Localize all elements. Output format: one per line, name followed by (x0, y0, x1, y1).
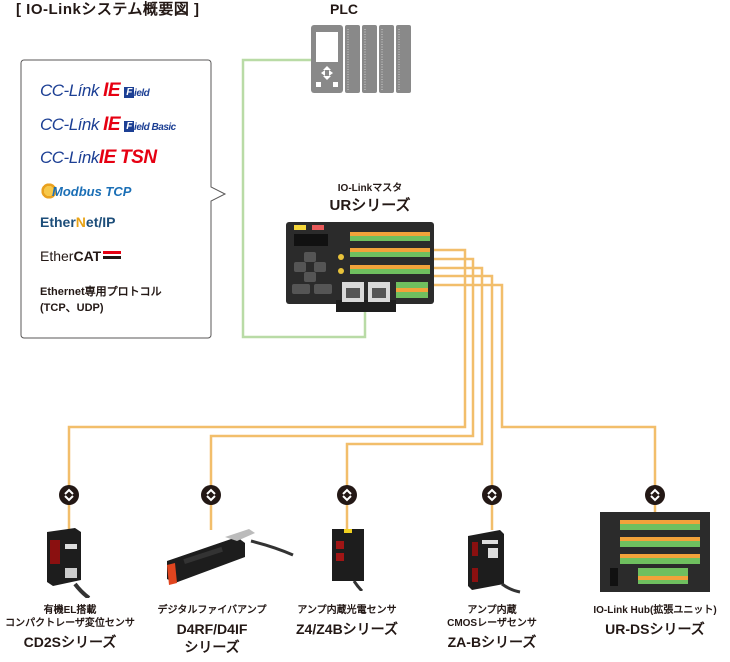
iolink-icon (337, 485, 357, 505)
ethernet-line (241, 58, 367, 339)
d4rf-amplifier-image (167, 529, 294, 585)
iolink-icon (59, 485, 79, 505)
device-label-d4rf-d4if: デジタルファイバアンプ D4RF/D4IF シリーズ (157, 605, 267, 655)
master-subtitle: IO-Linkマスタ (337, 183, 403, 194)
logo-cc-link-ie-tsn: CC-LínkIE TSN (40, 147, 157, 168)
diagram-title: [ IO-Linkシステム概要図 ] (16, 1, 200, 18)
logo-modbus-tcp: Modbus TCP (40, 182, 131, 200)
device-label-ur-ds: IO-Link Hub(拡張ユニット) UR-DSシリーズ (593, 605, 717, 637)
ethercat-arrows-icon (103, 251, 122, 259)
iolink-line-za-b (432, 274, 494, 486)
ur-master-image (286, 222, 434, 312)
iolink-icon (482, 485, 502, 505)
iolink-icon (201, 485, 221, 505)
iolink-line-z4 (345, 266, 484, 486)
iolink-line-cd2s (67, 248, 467, 486)
plc-label: PLC (330, 1, 358, 17)
logo-ethernet-ip: EtherNet/IP (40, 214, 116, 230)
protocol-callout (20, 59, 227, 339)
plc-image (311, 25, 411, 93)
logo-ethercat: EtherCAT (40, 248, 122, 264)
modbus-gear-icon (40, 182, 58, 200)
z4-sensor-image (332, 529, 364, 591)
za-b-sensor-image (468, 530, 521, 594)
ur-ds-hub-image (600, 512, 710, 592)
cd2s-sensor-image (47, 528, 91, 598)
ethernet-protocol-text: Ethernet専用プロトコル (TCP、UDP) (40, 286, 162, 314)
iolink-line-d4rf (209, 257, 475, 486)
iolink-icon (645, 485, 665, 505)
device-label-za-b: アンプ内蔵 CMOSレーザセンサ ZA-Bシリーズ (447, 605, 537, 650)
device-label-z4-z4b: アンプ内蔵光電センサ Z4/Z4Bシリーズ (296, 605, 398, 637)
iolink-line-ur-ds (432, 283, 657, 486)
device-label-cd2s: 有機EL搭載 コンパクトレーザ変位センサ CD2Sシリーズ (5, 605, 135, 650)
master-title: URシリーズ (329, 197, 411, 214)
